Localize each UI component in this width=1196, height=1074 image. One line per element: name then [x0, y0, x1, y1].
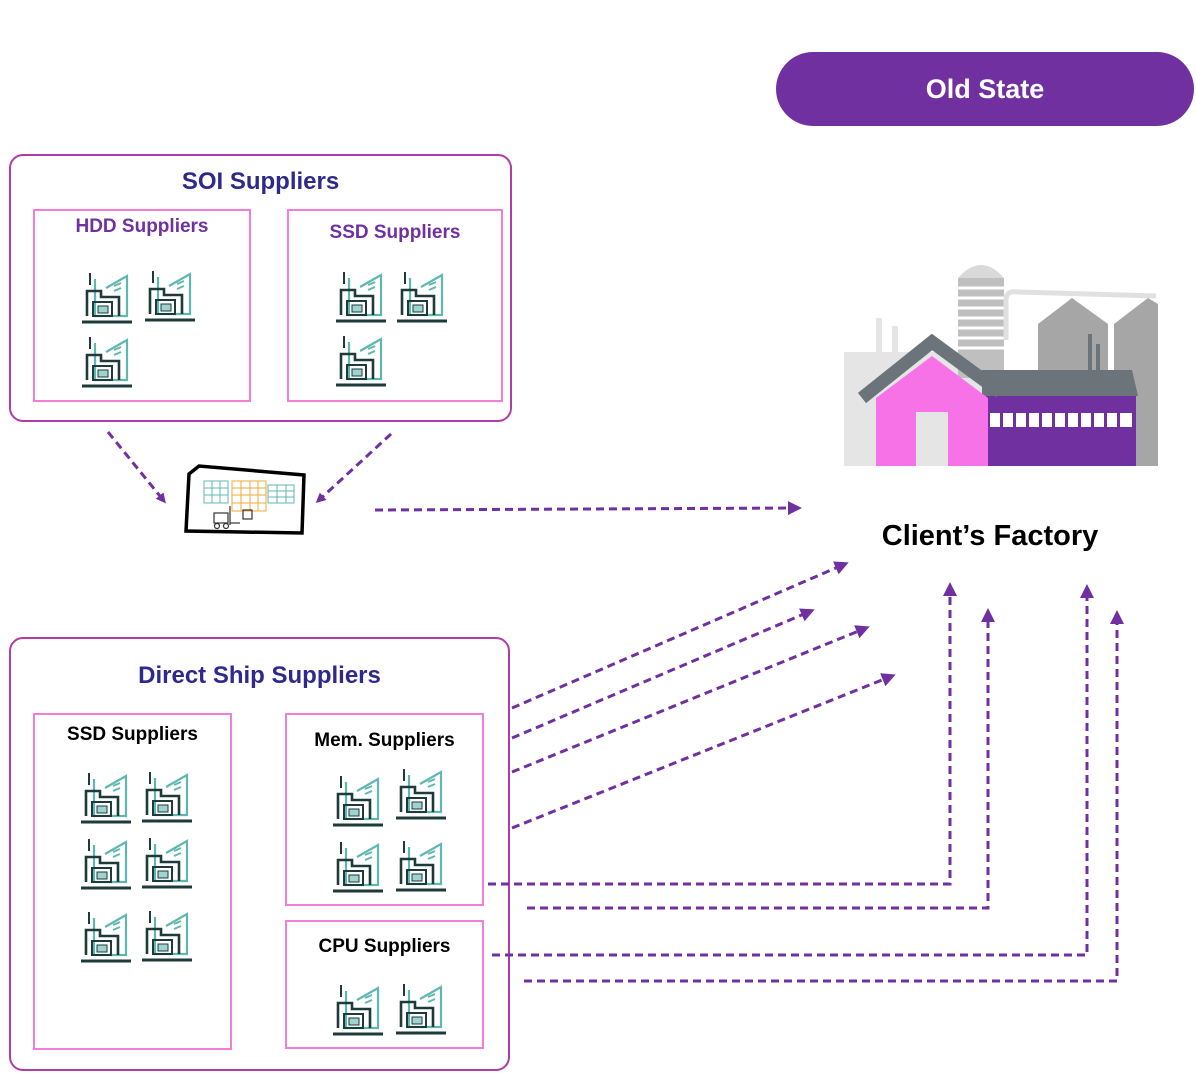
- mem-box: Mem. Suppliers: [285, 713, 484, 906]
- arrow-mem-1: [511, 673, 896, 830]
- arrow-direct-ssd-1: [511, 561, 849, 710]
- cpu-title: CPU Suppliers: [318, 936, 451, 957]
- factory-building-icon: [334, 334, 388, 387]
- factory-building-icon: [394, 767, 448, 820]
- factory-building-icon: [394, 839, 448, 892]
- soi-suppliers-group: SOI Suppliers: [9, 154, 512, 422]
- arrow-direct-ssd-3: [511, 625, 870, 774]
- factory-building-icon: [140, 836, 194, 889]
- old-state-badge: Old State: [776, 52, 1194, 126]
- soi-ssd-title: SSD Suppliers: [329, 222, 461, 243]
- client-factory-label: Client’s Factory: [881, 520, 1099, 552]
- factory-building-icon: [395, 270, 449, 323]
- factory-building-icon: [79, 910, 133, 963]
- factory-building-icon: [140, 909, 194, 962]
- direct-ssd-title: SSD Suppliers: [67, 724, 198, 745]
- arrow-direct-ssd-2: [511, 608, 815, 740]
- factory-building-icon: [140, 770, 194, 823]
- factory-building-icon: [331, 840, 385, 893]
- arrow-hdd-to-warehouse: [106, 431, 166, 504]
- soi-hdd-box: HDD Suppliers: [33, 209, 251, 402]
- factory-building-icon: [394, 982, 448, 1035]
- arrow-ssd-to-warehouse: [315, 432, 393, 504]
- factory-building-icon: [80, 271, 134, 324]
- arrow-cpu-2: [524, 610, 1124, 983]
- direct-ssd-box: SSD Suppliers: [33, 713, 232, 1050]
- mem-title: Mem. Suppliers: [314, 730, 455, 751]
- factory-building-icon: [79, 771, 133, 824]
- cpu-box: CPU Suppliers: [285, 920, 484, 1049]
- arrow-mem-2: [488, 582, 957, 886]
- factory-building-icon: [79, 837, 133, 890]
- factory-building-icon: [143, 269, 197, 322]
- direct-ship-group: Direct Ship Suppliers: [9, 637, 510, 1071]
- client-factory-icon: [844, 265, 1158, 466]
- factory-building-icon: [331, 983, 385, 1036]
- soi-suppliers-title: SOI Suppliers: [181, 168, 340, 195]
- soi-ssd-box: SSD Suppliers: [287, 209, 503, 402]
- warehouse-forklift-icon: [184, 464, 306, 535]
- arrow-cpu-1: [492, 584, 1094, 957]
- factory-building-icon: [80, 335, 134, 388]
- arrow-mem-3: [527, 608, 995, 910]
- arrow-warehouse-to-factory: [374, 501, 802, 516]
- soi-hdd-title: HDD Suppliers: [75, 216, 209, 237]
- factory-building-icon: [334, 270, 388, 323]
- direct-ship-title: Direct Ship Suppliers: [138, 662, 381, 689]
- factory-building-icon: [331, 774, 385, 827]
